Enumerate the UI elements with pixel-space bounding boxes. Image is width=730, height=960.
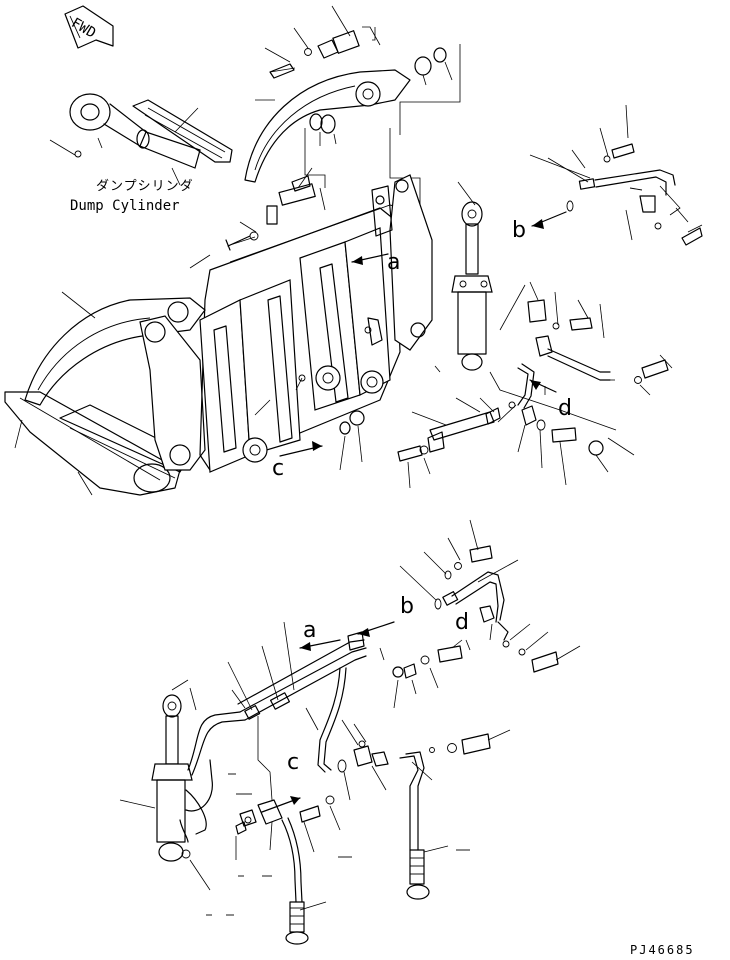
top-cylinder-piping <box>397 104 703 489</box>
callout-c-top: c <box>272 456 285 481</box>
callout-a-top: a <box>387 250 401 275</box>
callout-d-top: d <box>558 396 572 421</box>
dump-cylinder-label-jp: ダンプシリンダ <box>96 179 194 194</box>
dump-cylinder-label-en: Dump Cylinder <box>70 198 180 214</box>
bucket-frame-assembly <box>4 174 433 496</box>
bottom-hose-assembly <box>119 519 581 945</box>
callout-c-bottom: c <box>287 750 300 775</box>
callout-a-bottom: a <box>303 618 317 643</box>
top-link-assembly <box>225 5 461 251</box>
fwd-arrow-icon <box>64 5 114 49</box>
callout-d-bottom: d <box>455 610 469 635</box>
callout-b-top: b <box>512 218 526 243</box>
dump-cylinder-part <box>49 93 233 186</box>
figure-code: PJ46685 <box>630 943 695 957</box>
callout-b-bottom: b <box>400 594 414 619</box>
